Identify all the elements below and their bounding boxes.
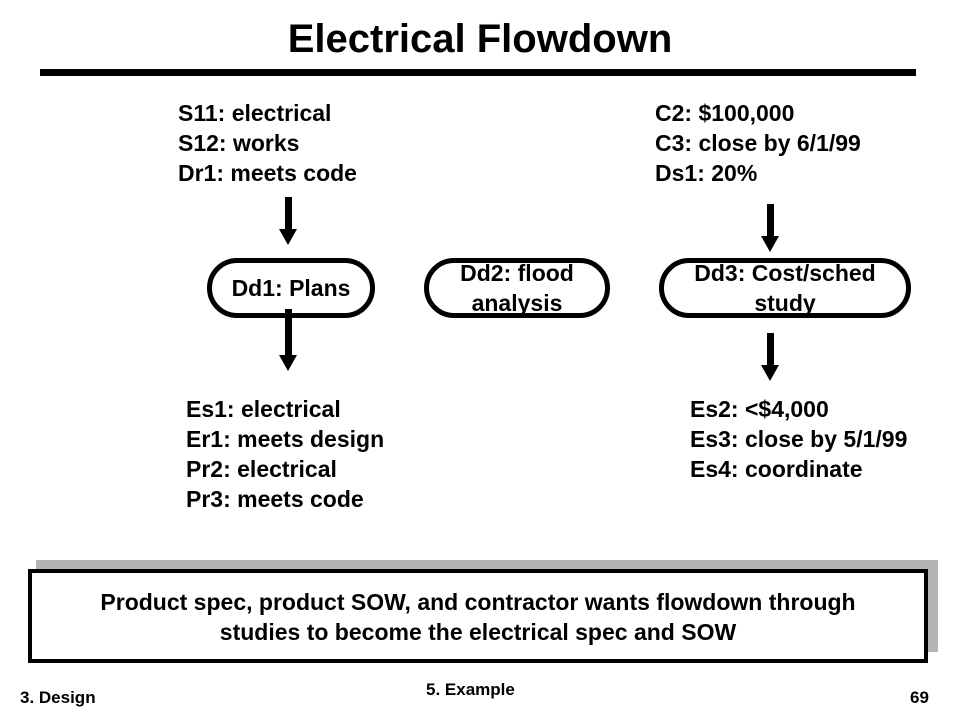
arrow-down-right-top xyxy=(761,204,780,252)
requirement-line: Es3: close by 5/1/99 xyxy=(690,426,908,452)
requirement-line: S11: electrical xyxy=(178,100,332,126)
note-line: studies to become the electrical spec an… xyxy=(219,619,737,645)
node-label: Dd3: Cost/sched xyxy=(694,260,876,286)
derived-requirements-right: Es2: <$4,000 Es3: close by 5/1/99 Es4: c… xyxy=(690,394,907,484)
note-line: Product spec, product SOW, and contracto… xyxy=(100,589,856,615)
requirement-line: C2: $100,000 xyxy=(655,100,795,126)
requirement-line: S12: works xyxy=(178,130,300,156)
derived-requirements-left: Es1: electrical Er1: meets design Pr2: e… xyxy=(186,394,384,514)
arrow-down-left-top xyxy=(279,197,298,245)
node-label: Dd2: flood xyxy=(460,260,574,286)
node-dd3-cost-sched-study: Dd3: Cost/sched study xyxy=(659,258,911,318)
requirement-line: Es1: electrical xyxy=(186,396,341,422)
requirement-line: Er1: meets design xyxy=(186,426,385,452)
requirement-line: Ds1: 20% xyxy=(655,160,758,186)
requirement-line: Dr1: meets code xyxy=(178,160,357,186)
node-dd1-plans: Dd1: Plans xyxy=(207,258,375,318)
summary-note: Product spec, product SOW, and contracto… xyxy=(28,569,928,663)
arrow-down-right-bottom xyxy=(761,333,780,381)
requirement-line: Es2: <$4,000 xyxy=(690,396,829,422)
node-label: study xyxy=(754,290,816,316)
requirement-line: Pr2: electrical xyxy=(186,456,337,482)
requirement-line: Es4: coordinate xyxy=(690,456,863,482)
source-requirements-right: C2: $100,000 C3: close by 6/1/99 Ds1: 20… xyxy=(655,98,861,188)
page-title: Electrical Flowdown xyxy=(287,17,673,61)
node-dd2-flood-analysis: Dd2: flood analysis xyxy=(424,258,610,318)
arrow-down-left-bottom xyxy=(279,309,298,371)
footer-section: 3. Design xyxy=(20,688,96,707)
footer-page-number: 69 xyxy=(910,688,929,707)
node-label: analysis xyxy=(471,290,563,316)
source-requirements-left: S11: electrical S12: works Dr1: meets co… xyxy=(178,98,357,188)
footer-subsection: 5. Example xyxy=(426,680,515,699)
requirement-line: C3: close by 6/1/99 xyxy=(655,130,861,156)
title-underline xyxy=(40,69,916,76)
requirement-line: Pr3: meets code xyxy=(186,486,364,512)
node-label: Dd1: Plans xyxy=(231,275,351,301)
